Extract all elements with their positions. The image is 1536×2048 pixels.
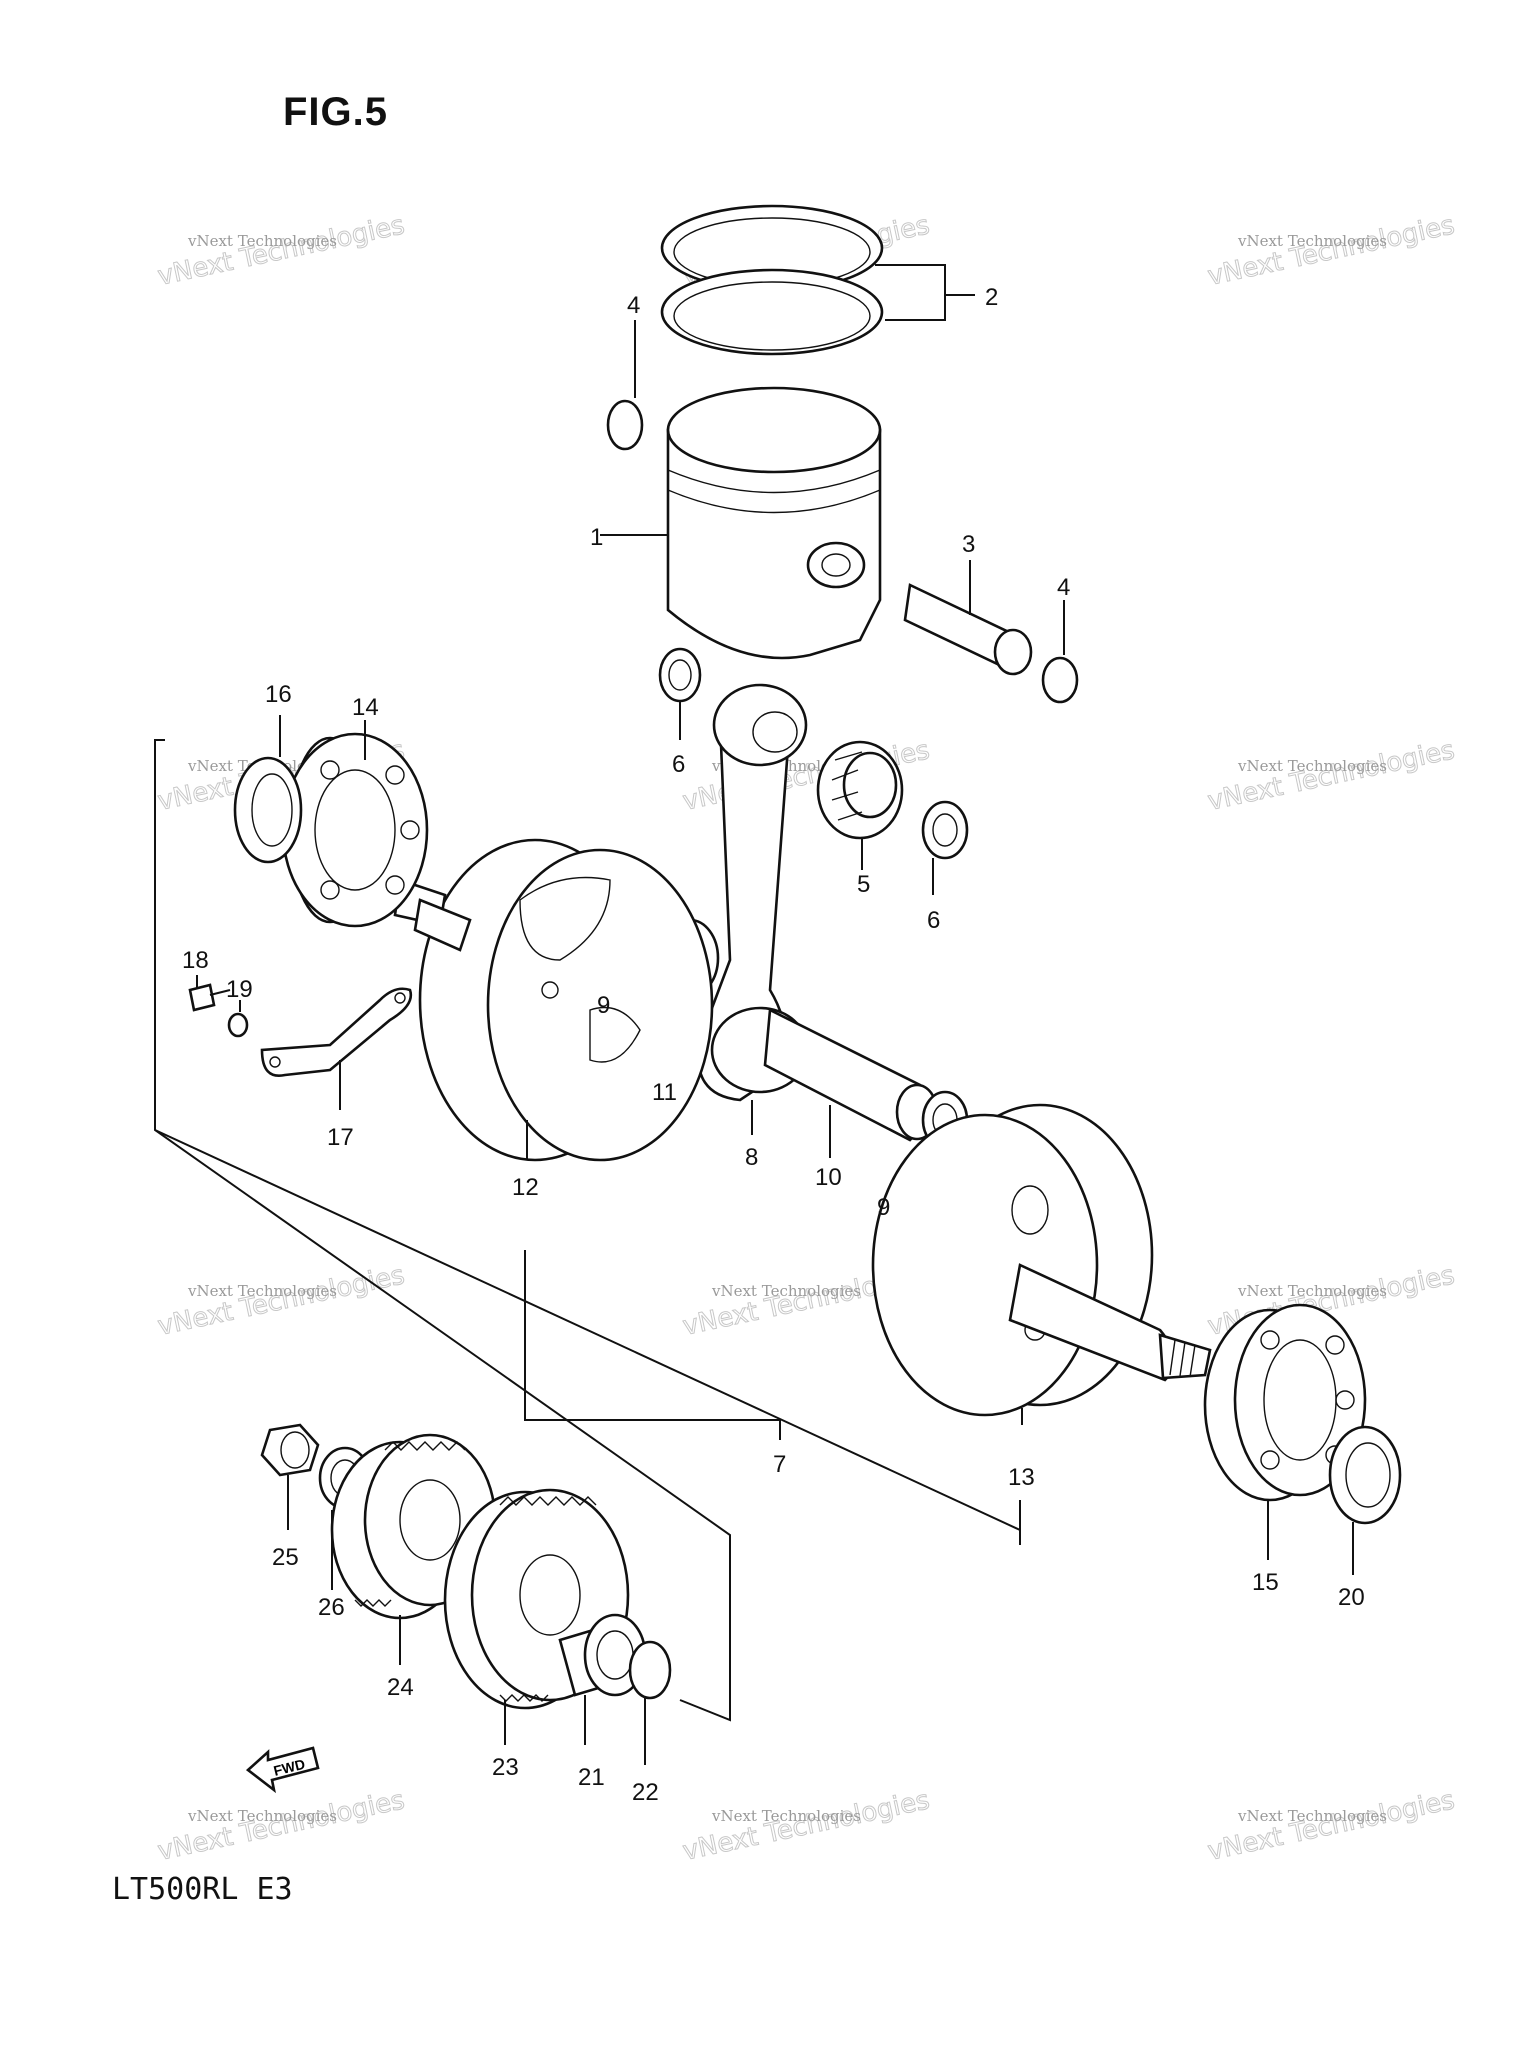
- callout-3: 3: [962, 531, 975, 558]
- callout-25: 25: [272, 1544, 299, 1571]
- fwd-arrow: FWD: [245, 1746, 320, 1794]
- nut-25: [260, 1423, 320, 1530]
- callout-24: 24: [387, 1674, 414, 1701]
- callout-20: 20: [1338, 1584, 1365, 1611]
- callout-14: 14: [352, 694, 379, 721]
- fwd-label: FWD: [272, 1756, 307, 1779]
- svg-text:vNext Technologies: vNext Technologies: [187, 232, 337, 250]
- callout-23: 23: [492, 1754, 519, 1781]
- svg-text:vNext Technologies: vNext Technologies: [1205, 210, 1457, 292]
- crank-pin: [763, 1007, 939, 1158]
- callout-5: 5: [857, 871, 870, 898]
- callout-12: 12: [512, 1174, 539, 1201]
- oil-seal-20: [1328, 1425, 1402, 1575]
- callout-1: 1: [590, 524, 603, 551]
- svg-text:vNext Technologies: vNext Technologies: [680, 1785, 932, 1867]
- callout-19: 19: [226, 976, 253, 1003]
- circlip-22: [628, 1640, 672, 1765]
- callout-18: 18: [182, 947, 209, 974]
- right-crank-half: [871, 1103, 1212, 1425]
- callout-numbers: 1 2 3 4 4 5 6 6 7 8 9 9 10 11 12 13 14 1…: [182, 284, 1365, 1806]
- svg-text:vNext Technologies: vNext Technologies: [1205, 1785, 1457, 1867]
- needle-bearing-5: [816, 740, 904, 870]
- svg-text:vNext Technologies: vNext Technologies: [1237, 757, 1387, 775]
- svg-text:vNext Technologies: vNext Technologies: [711, 1807, 861, 1825]
- callout-9-right: 9: [877, 1194, 890, 1221]
- svg-text:vNext Technologies: vNext Technologies: [711, 1282, 861, 1300]
- left-crank-half: [418, 838, 714, 1162]
- svg-text:vNext Technologies: vNext Technologies: [155, 1785, 407, 1867]
- callout-17: 17: [327, 1124, 354, 1151]
- callout-15: 15: [1252, 1569, 1279, 1596]
- callout-7: 7: [773, 1451, 786, 1478]
- washer-19: [227, 1000, 249, 1038]
- callout-21: 21: [578, 1764, 605, 1791]
- gear-23: [443, 1488, 630, 1745]
- assembly-bracket: [154, 739, 1021, 1722]
- callout-6-left: 6: [672, 751, 685, 778]
- svg-text:vNext Technologies: vNext Technologies: [1237, 1282, 1387, 1300]
- callout-9-left: 9: [597, 992, 610, 1019]
- piston-rings: [660, 204, 975, 356]
- piston-pin: [903, 560, 1033, 676]
- svg-text:vNext Technologies: vNext Technologies: [1237, 1807, 1387, 1825]
- callout-2: 2: [985, 284, 998, 311]
- figure-title: FIG.5: [283, 90, 389, 134]
- bearing-14: [281, 720, 429, 928]
- svg-text:vNext Technologies: vNext Technologies: [155, 1260, 407, 1342]
- callout-10: 10: [815, 1164, 842, 1191]
- circlips: [606, 320, 1079, 704]
- svg-text:vNext Technologies: vNext Technologies: [187, 1807, 337, 1825]
- svg-text:vNext Technologies: vNext Technologies: [1237, 232, 1387, 250]
- piston: [600, 386, 882, 660]
- callout-4-top: 4: [627, 292, 640, 319]
- svg-text:vNext Technologies: vNext Technologies: [1205, 735, 1457, 817]
- callout-22: 22: [632, 1779, 659, 1806]
- oil-seal-16: [233, 715, 303, 864]
- plate-17: [260, 987, 413, 1110]
- callout-8: 8: [745, 1144, 758, 1171]
- model-code: LT500RL E3: [112, 1872, 293, 1907]
- callout-26: 26: [318, 1594, 345, 1621]
- callout-16: 16: [265, 681, 292, 708]
- callout-4-right: 4: [1057, 574, 1070, 601]
- bolt-18: [188, 975, 231, 1012]
- svg-text:vNext Technologies: vNext Technologies: [187, 1282, 337, 1300]
- callout-11: 11: [652, 1079, 677, 1106]
- callout-13: 13: [1008, 1464, 1035, 1491]
- bearing-15: [1203, 1303, 1367, 1560]
- svg-text:vNext Technologies: vNext Technologies: [155, 210, 407, 292]
- callout-6-right: 6: [927, 907, 940, 934]
- washers-6: [658, 647, 969, 895]
